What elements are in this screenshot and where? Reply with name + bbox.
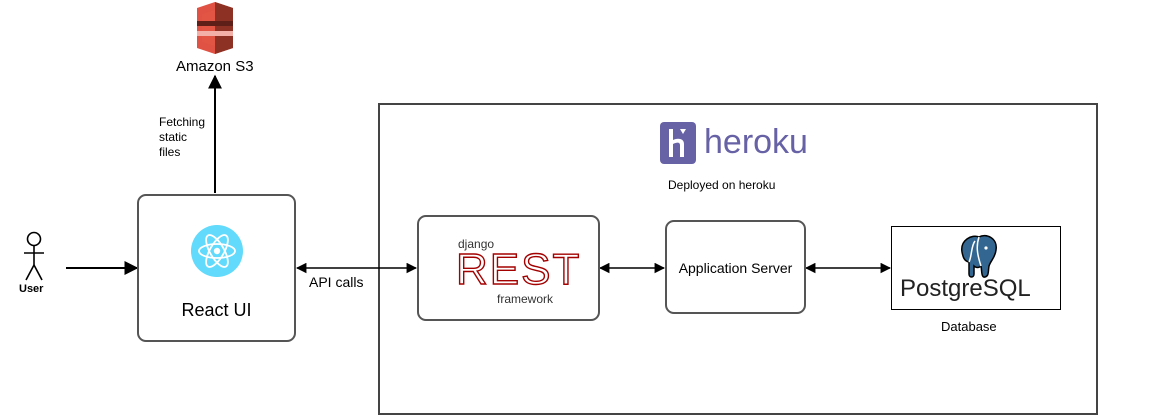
heroku-wordmark: heroku bbox=[704, 123, 808, 161]
drf-framework-text: framework bbox=[497, 292, 554, 306]
amazon-s3-label: Amazon S3 bbox=[176, 58, 254, 75]
react-ui-node[interactable]: React UI bbox=[137, 194, 296, 342]
postgresql-node[interactable]: PostgreSQL bbox=[891, 226, 1061, 310]
database-label: Database bbox=[941, 319, 997, 334]
react-atom-icon bbox=[191, 225, 243, 277]
amazon-s3-bucket-icon bbox=[197, 2, 233, 54]
postgres-elephant-icon bbox=[961, 234, 997, 278]
django-rest-framework-node[interactable]: django REST framework bbox=[417, 215, 600, 321]
postgresql-wordmark: PostgreSQL bbox=[900, 275, 1031, 302]
drf-rest-text: REST bbox=[455, 245, 582, 294]
application-server-node[interactable]: Application Server bbox=[665, 220, 806, 314]
user-stick-figure-icon bbox=[24, 231, 44, 281]
heroku-deployment-frame bbox=[378, 103, 1098, 415]
fetch-static-files-label: Fetching static files bbox=[159, 115, 206, 159]
application-server-label: Application Server bbox=[678, 260, 793, 276]
api-calls-label: API calls bbox=[309, 274, 364, 290]
heroku-logo-icon bbox=[660, 122, 696, 164]
user-label: User bbox=[19, 283, 44, 295]
react-ui-label: React UI bbox=[181, 300, 252, 320]
deployed-on-heroku-label: Deployed on heroku bbox=[668, 178, 776, 192]
drf-django-text: django bbox=[458, 237, 495, 251]
